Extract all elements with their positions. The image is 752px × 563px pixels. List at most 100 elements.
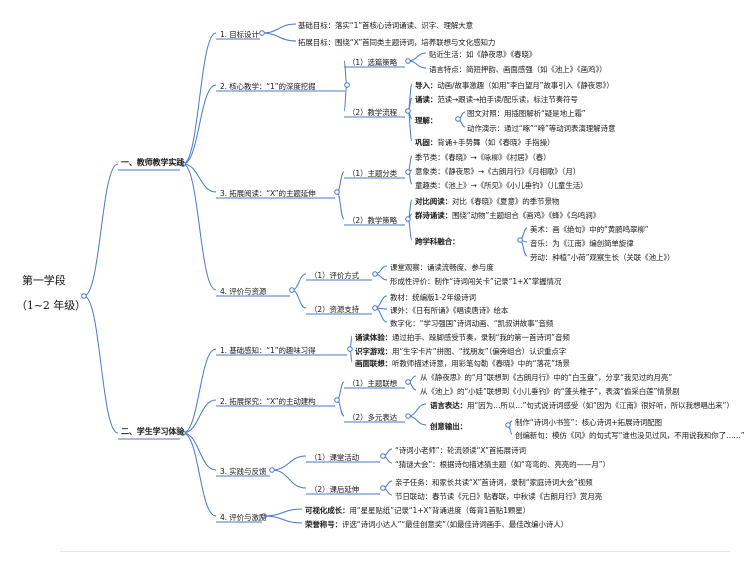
section2-title: 二、学生学习体验 bbox=[121, 427, 185, 436]
select-title: （1）选篇策略 bbox=[348, 58, 398, 67]
theme-branch-node bbox=[405, 379, 411, 385]
classroom-title: （1）课堂活动 bbox=[310, 453, 360, 462]
evaluate2-branch bbox=[263, 515, 303, 524]
after-item-1: 亲子任务：和家长共读“X”首诗词，录制“家庭诗词大会”视频 bbox=[395, 478, 593, 487]
select-branch bbox=[407, 52, 427, 62]
method-branch-node bbox=[372, 271, 378, 277]
evaluate1-branch-node bbox=[289, 287, 295, 293]
explore-title: 2. 拓展探究：“X”的主动建构 bbox=[220, 397, 316, 406]
resource-branch-node bbox=[372, 305, 378, 311]
basic-title: 1. 基础感知：“1”的趣味习得 bbox=[220, 346, 316, 355]
evaluate1-title: 4. 评价与资源 bbox=[220, 287, 267, 296]
evaluate1-branch bbox=[291, 289, 307, 309]
multi-branch-node bbox=[405, 413, 411, 419]
core-title: 2. 核心教学：“1”的深度挖掘 bbox=[220, 82, 316, 91]
cross-item-2: 音乐：为《江南》编创简单旋律 bbox=[530, 239, 634, 248]
strategy-title: （2）教学策略 bbox=[348, 216, 398, 225]
basic-branch-node bbox=[347, 346, 353, 352]
evaluate2-visual: 可视化成长：用“星星贴纸”记录“1+X”背诵进度（每背1首贴1颗星） bbox=[305, 506, 531, 515]
goal-branch bbox=[261, 23, 297, 34]
s1-branch bbox=[182, 32, 217, 165]
core-branch bbox=[343, 60, 348, 86]
multi-language: 语言表达：用“因为…所以…”句式说诗词感受（如“因为《江南》很好听，所以我想唱出… bbox=[430, 401, 734, 410]
multi-branch bbox=[407, 415, 427, 426]
process-branch-node bbox=[405, 108, 411, 114]
goal-basic: 基础目标：落实“1”首核心诗词诵读、识字、理解大意 bbox=[298, 21, 474, 30]
expand-branch bbox=[336, 171, 345, 193]
strategy-branch bbox=[407, 218, 413, 241]
process-understand-key: 理解： bbox=[415, 116, 438, 125]
process-read: 诵读：范读→跟读→拍手读/配乐读，标注节奏符号 bbox=[415, 95, 578, 104]
goal-extend: 拓展目标：围绕“X”首同类主题诗词，培养联想与文化感知力 bbox=[298, 38, 496, 47]
evaluate2-branch-node bbox=[261, 513, 267, 519]
process-intro: 导入：动画/故事激趣（如用“李白望月”故事引入《静夜思》） bbox=[415, 81, 614, 90]
s2-branch bbox=[182, 432, 217, 471]
bottom-divider bbox=[60, 551, 730, 552]
cross-item-1: 美术：画《绝句》中的“黄鹂鸣翠柳” bbox=[530, 225, 649, 234]
process-title: （2）教学流程 bbox=[348, 108, 398, 117]
strategy-group: 群诗诵读：围绕“动物”主题组合《画鸡》《蜂》《鸟鸣涧》 bbox=[415, 211, 601, 220]
basic-picture: 画面联想：听教师描述诗意，用彩笔勾勒《春晓》中的“落花”场景 bbox=[355, 359, 570, 368]
core-branch bbox=[343, 84, 348, 112]
select-branch bbox=[407, 60, 427, 69]
root-subtitle: （1~2 年级） bbox=[16, 299, 86, 312]
s2-branch bbox=[182, 348, 217, 434]
s1-branch bbox=[182, 84, 217, 165]
s2-branch bbox=[182, 399, 217, 434]
after-item-2: 节日联动：春节读《元日》贴春联，中秋读《古朗月行》赏月亮 bbox=[395, 492, 603, 501]
classroom-branch-node bbox=[380, 453, 386, 459]
resource-title: （2）资源支持 bbox=[310, 305, 360, 314]
practice-branch bbox=[271, 469, 307, 489]
practice-branch bbox=[271, 455, 307, 471]
root-branch bbox=[83, 295, 119, 434]
method-item-2: 形成性评价：制作“诗词闯关卡”记录“1+X”掌握情况 bbox=[390, 277, 562, 286]
practice-title: 3. 实践与反馈 bbox=[220, 467, 267, 476]
explore-branch-node bbox=[334, 397, 340, 403]
goal-branch-node bbox=[259, 30, 265, 36]
goal-branch bbox=[261, 32, 297, 42]
select-branch-node bbox=[405, 58, 411, 64]
s2-branch-node bbox=[180, 430, 186, 436]
evaluate2-title: 4. 评价与激励 bbox=[220, 513, 267, 522]
creative-branch-node bbox=[505, 422, 511, 428]
after-branch-node bbox=[380, 485, 386, 491]
theme-item-1: 从《静夜思》的“月”联想到《古朗月行》中的“白玉盘”，分享“我见过的月亮” bbox=[420, 373, 673, 382]
understand-item-1: 图文对照：用插图解析“疑是地上霜” bbox=[467, 109, 586, 118]
root-branch-node bbox=[81, 293, 87, 299]
classify-item-3: 童趣类：《池上》→《所见》《小儿垂钓》（儿童生活） bbox=[415, 181, 588, 190]
method-item-1: 课堂观察：诵读流畅度、参与度 bbox=[390, 263, 494, 272]
method-title: （1）评价方式 bbox=[310, 271, 360, 280]
section1-title: 一、教师教学实践 bbox=[121, 158, 185, 167]
basic-literacy: 识字游戏：用“生字卡片”拼图、“找朋友”（偏旁组合）认识重点字 bbox=[355, 347, 567, 356]
evaluate2-honor: 荣誉称号：评选“诗词小达人”“最佳创意奖”（如最佳诗词画手、最佳改编小诗人） bbox=[305, 520, 568, 529]
root-title: 第一学段 bbox=[22, 274, 66, 287]
multi-title: （2）多元表达 bbox=[348, 413, 398, 422]
strategy-compare: 对比阅读：对比《春晓》《夏意》的季节景物 bbox=[415, 197, 560, 206]
s1-branch bbox=[182, 163, 217, 291]
classify-branch-node bbox=[405, 169, 411, 175]
resource-item-2: 课外：《日有所诵》《唱读唐诗》绘本 bbox=[390, 306, 509, 315]
expand-branch-node bbox=[334, 189, 340, 195]
multi-creative-key: 创意输出： bbox=[430, 422, 467, 431]
resource-item-1: 教材：统编版1-2年级诗词 bbox=[390, 293, 476, 302]
cross-branch-node bbox=[517, 237, 523, 243]
select-item-2: 语言特点：简短押韵、画面感强（如《池上》《画鸡》） bbox=[429, 65, 607, 74]
understand-item-2: 动作演示：通过“啄”“啼”等动词表演理解诗意 bbox=[467, 124, 616, 133]
explore-branch bbox=[336, 381, 345, 401]
creative-item-2: 创编新句：模仿《风》的句式写“谁也没见过风，不用说我和你了……” bbox=[515, 431, 745, 440]
expand-title: 3. 拓展阅读：“X”的主题延伸 bbox=[220, 189, 316, 198]
classroom-item-2: “猜谜大会”：根据诗句描述猜主题（如“弯弯的、亮亮的——月”） bbox=[395, 460, 610, 469]
evaluate1-branch bbox=[291, 273, 307, 291]
resource-item-3: 数字化：“学习强国”诗词动画、“凯叔讲故事”音频 bbox=[390, 319, 554, 328]
after-title: （2）课后延伸 bbox=[310, 485, 360, 494]
s2-branch bbox=[182, 432, 217, 517]
core-branch-node bbox=[344, 82, 350, 88]
creative-item-1: 制作“诗词小书签”：核心诗词+拓展诗词配图 bbox=[515, 418, 662, 427]
theme-title: （1）主题联想 bbox=[348, 379, 398, 388]
goal-title: 1. 目标设计 bbox=[220, 30, 259, 39]
practice-branch-node bbox=[269, 467, 275, 473]
s1-branch bbox=[182, 163, 217, 193]
theme-item-2: 从《池上》的“小娃”联想到《小儿垂钓》的“蓬头稚子”，表演“偷采白莲”情景剧 bbox=[420, 387, 680, 396]
